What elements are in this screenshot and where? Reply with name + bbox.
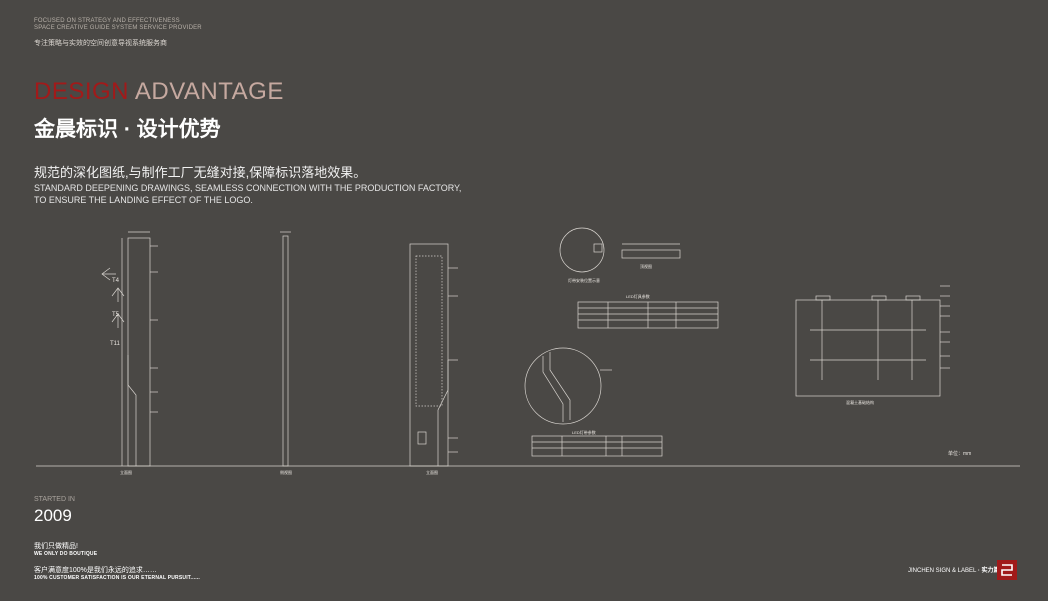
label-side: 侧视图 [280, 469, 292, 475]
led-detail-circle [524, 347, 612, 425]
label-t4: T4 [112, 278, 120, 284]
label-t5: T5 [112, 312, 120, 318]
slogan-2: 客户满意度100%是我们永远的追求…… 100% CUSTOMER SATISF… [34, 565, 200, 581]
title-en: DESIGN ADVANTAGE [34, 80, 284, 104]
label-led-table2: LED灯带参数 [572, 429, 596, 435]
label-lamp-detail: 灯带安装位置示意 [568, 277, 600, 283]
top-view-detail [621, 243, 681, 259]
started-label: STARTED IN [34, 496, 75, 503]
led-table-2 [531, 435, 663, 457]
subtitle-en-line2: TO ENSURE THE LANDING EFFECT OF THE LOGO… [34, 195, 253, 205]
brand: JINCHEN SIGN & LABEL · 实力篇 [908, 565, 999, 574]
subtitle-zh: 规范的深化图纸,与制作工厂无缝对接,保障标识落地效果。 [34, 165, 367, 180]
subtitle-en-line1: STANDARD DEEPENING DRAWINGS, SEAMLESS CO… [34, 183, 462, 193]
sign-second-elevation [409, 243, 458, 467]
title-en-part2: ADVANTAGE [129, 78, 284, 105]
brand-en: JINCHEN SIGN & LABEL [908, 568, 977, 574]
sign-front-elevation [101, 231, 158, 467]
label-led-table1: LED灯具参数 [626, 293, 650, 299]
started-year: 2009 [34, 506, 72, 525]
brand-zh: · 实力篇 [977, 568, 1000, 574]
sign-side-elevation [280, 231, 291, 467]
label-front: 立面图 [120, 469, 132, 475]
label-top-view: 顶视图 [640, 263, 652, 269]
jinchen-logo-icon [997, 560, 1017, 580]
tagline-en-line2: SPACE CREATIVE GUIDE SYSTEM SERVICE PROV… [34, 25, 202, 31]
slogan2-en: 100% CUSTOMER SATISFACTION IS OUR ETERNA… [34, 575, 201, 581]
header-tagline-en: FOCUSED ON STRATEGY AND EFFECTIVENESS SP… [34, 18, 202, 32]
slogan2-zh: 客户满意度100%是我们永远的追求…… [34, 567, 157, 574]
slogan1-zh: 我们只做精品! [34, 543, 78, 550]
label-foundation: 混凝土基础结构 [846, 399, 874, 405]
title-en-part1: DESIGN [34, 78, 130, 105]
led-table-1 [577, 301, 719, 329]
tagline-en-line1: FOCUSED ON STRATEGY AND EFFECTIVENESS [34, 18, 180, 24]
slogan1-en: WE ONLY DO BOUTIQUE [34, 551, 98, 557]
label-unit: 单位：mm [948, 450, 971, 457]
label-elev2: 立面图 [426, 469, 438, 475]
label-t11: T11 [110, 341, 121, 347]
foundation-section [795, 285, 950, 397]
title-zh: 金晨标识 · 设计优势 [34, 118, 221, 141]
header-tagline-zh: 专注策略与实效的空间创意导视系统服务商 [34, 40, 167, 47]
slogan-1: 我们只做精品! WE ONLY DO BOUTIQUE [34, 541, 97, 557]
lamp-detail-circle [559, 227, 605, 273]
subtitle-en: STANDARD DEEPENING DRAWINGS, SEAMLESS CO… [34, 182, 494, 206]
